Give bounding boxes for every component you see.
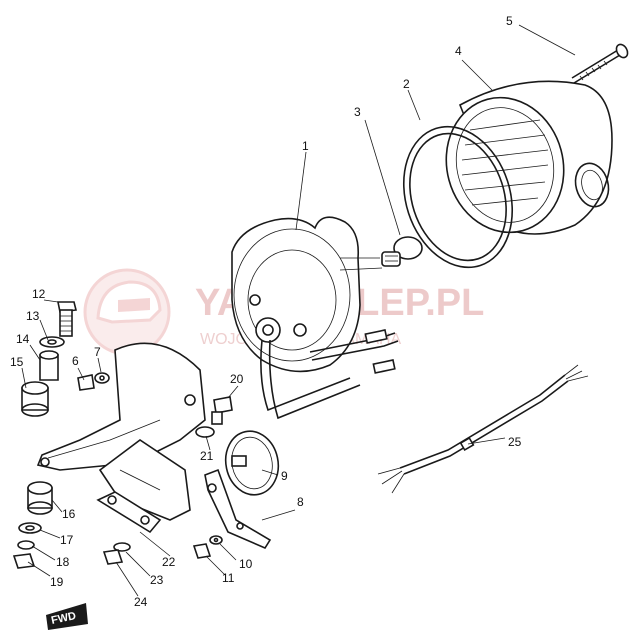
part-23-washer [113, 542, 131, 552]
part-5-screw [571, 43, 629, 84]
part-4-lens-housing [445, 80, 613, 235]
label-4: 4 [455, 44, 462, 58]
part-25-wire-harness [377, 364, 589, 494]
fwd-badge-text: FWD [50, 610, 77, 627]
part-7-washer [94, 372, 110, 384]
label-8: 8 [297, 495, 304, 509]
part-10-washer [209, 535, 223, 545]
part-13-washer [39, 336, 65, 348]
label-9: 9 [281, 469, 288, 483]
label-18: 18 [56, 555, 70, 569]
part-6-bolt [77, 374, 95, 391]
label-3: 3 [354, 105, 361, 119]
part-17-washer [18, 522, 42, 534]
part-12-bolt [57, 301, 77, 337]
part-2-gasket [402, 125, 514, 269]
part-24-nut [102, 549, 124, 565]
label-7: 7 [94, 345, 101, 359]
label-14: 14 [16, 332, 30, 346]
label-21: 21 [200, 449, 214, 463]
label-16: 16 [62, 507, 76, 521]
label-5: 5 [506, 14, 513, 28]
part-18-washer [17, 540, 35, 550]
label-10: 10 [239, 557, 253, 571]
label-24: 24 [134, 595, 148, 609]
part-3-bulb [381, 236, 423, 267]
label-15: 15 [10, 355, 24, 369]
label-25: 25 [508, 435, 522, 449]
label-11: 11 [222, 571, 235, 585]
label-1: 1 [302, 139, 309, 153]
part-16-damper [27, 481, 53, 515]
part-15-damper [21, 381, 49, 417]
label-2: 2 [403, 77, 410, 91]
part-19-nut [12, 553, 36, 569]
label-22: 22 [162, 555, 176, 569]
part-20-bolt [211, 396, 233, 425]
part-9-reflector [224, 430, 280, 496]
helmet-logo-icon [83, 268, 171, 356]
part-21-washer [195, 426, 215, 438]
leader-lines [21, 24, 576, 597]
part-1-lamp-base [231, 216, 383, 373]
label-19: 19 [50, 575, 64, 589]
label-20: 20 [230, 372, 244, 386]
part-8-plate-bracket [204, 468, 272, 550]
fwd-badge: FWD [46, 603, 88, 630]
part-14-collar [39, 350, 59, 381]
label-17: 17 [60, 533, 74, 547]
label-13: 13 [26, 309, 40, 323]
part-labels: 1 2 3 4 5 6 7 8 9 10 11 12 13 14 15 16 1… [10, 14, 522, 609]
label-6: 6 [72, 354, 79, 368]
part-11-nut [192, 543, 212, 559]
main-bracket [36, 342, 206, 521]
base-wires [260, 329, 399, 420]
label-12: 12 [32, 287, 46, 301]
part-22-plate [96, 491, 162, 534]
label-23: 23 [150, 573, 164, 587]
